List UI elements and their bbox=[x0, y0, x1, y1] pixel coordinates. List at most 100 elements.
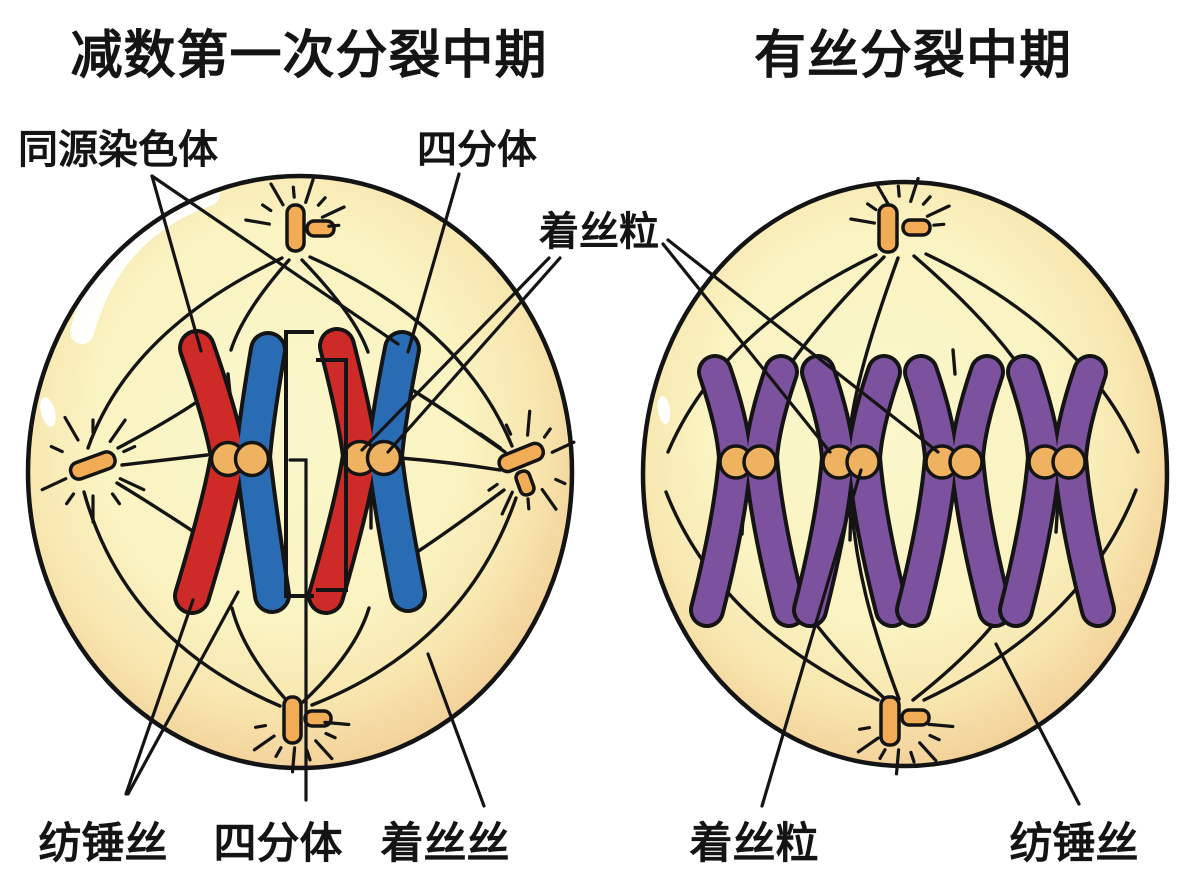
left-cell-membrane bbox=[28, 176, 572, 768]
aster-ray-icon bbox=[856, 736, 880, 754]
leader-tetrad-bottom bbox=[288, 458, 308, 802]
aster-ray-icon bbox=[118, 477, 146, 492]
centriole-icon bbox=[282, 695, 303, 745]
label-tetrad-bottom: 四分体 bbox=[214, 820, 343, 868]
chromosome-1 bbox=[689, 354, 807, 628]
chromosome-4 bbox=[998, 354, 1116, 628]
label-spindle-attachment: 着丝丝 bbox=[381, 820, 510, 868]
aster-ray-icon bbox=[291, 185, 296, 199]
aster-ray-icon bbox=[269, 182, 285, 207]
bivalent-1 bbox=[173, 329, 291, 615]
centromere bbox=[365, 439, 403, 477]
centriole-icon bbox=[900, 708, 931, 727]
aster-ray-icon bbox=[261, 203, 273, 213]
right-cell-membrane bbox=[643, 182, 1167, 766]
aster-ray-icon bbox=[274, 746, 283, 759]
leader-homologous-2 bbox=[150, 174, 400, 346]
aster-rays bbox=[40, 176, 955, 776]
right-cell-highlight bbox=[650, 260, 684, 368]
aster-ray-icon bbox=[550, 440, 576, 454]
aster-ray-icon bbox=[857, 725, 872, 731]
left-cell-top-centrosome bbox=[285, 203, 336, 253]
centromere bbox=[233, 440, 271, 478]
leader-spindle-left-2 bbox=[126, 590, 240, 796]
aster-ray-icon bbox=[323, 720, 351, 727]
leader-centromere-top-left-2 bbox=[386, 256, 562, 454]
aster-ray-icon bbox=[878, 748, 887, 761]
leader-lines bbox=[124, 172, 1081, 808]
aster-ray-icon bbox=[932, 222, 946, 227]
leader-tetrad-top bbox=[406, 172, 461, 354]
aster-ray-icon bbox=[487, 482, 499, 492]
left-cell-spindle-fibers bbox=[82, 255, 518, 708]
right-cell-bottom-centrosome bbox=[879, 695, 931, 747]
aster-ray-icon bbox=[909, 750, 916, 764]
aster-ray-icon bbox=[314, 739, 334, 761]
aster-ray-icon bbox=[928, 733, 941, 742]
centriole-icon bbox=[514, 469, 536, 497]
aster-ray-icon bbox=[874, 181, 890, 206]
aster-ray-icon bbox=[925, 204, 951, 218]
left-cell-highlight-dash bbox=[40, 397, 56, 427]
left-title: 减数第一次分裂中期 bbox=[70, 27, 547, 85]
aster-ray-icon bbox=[927, 722, 955, 729]
aster-ray-icon bbox=[542, 427, 552, 439]
aster-ray-icon bbox=[254, 723, 268, 729]
aster-ray-icon bbox=[40, 477, 68, 492]
aster-ray-icon bbox=[896, 184, 901, 198]
aster-ray-icon bbox=[49, 445, 64, 454]
left-cell-right-centrosome bbox=[497, 441, 546, 497]
aster-ray-icon bbox=[921, 195, 932, 206]
centromere bbox=[1051, 444, 1087, 480]
leader-homologous-1 bbox=[150, 174, 203, 353]
aster-ray-icon bbox=[525, 409, 532, 437]
aster-ray-icon bbox=[849, 217, 877, 225]
aster-ray-icon bbox=[500, 490, 514, 516]
aster-ray-icon bbox=[290, 746, 297, 774]
left-cell-left-centrosome bbox=[68, 450, 117, 481]
aster-ray-icon bbox=[324, 731, 337, 740]
centriole-icon bbox=[68, 450, 117, 481]
aster-ray-icon bbox=[63, 415, 80, 442]
aster-ray-icon bbox=[244, 218, 271, 226]
centriole-icon bbox=[879, 695, 901, 747]
aster-ray-icon bbox=[526, 497, 531, 511]
right-cell bbox=[640, 179, 1170, 769]
leader-attachment bbox=[426, 652, 486, 808]
aster-ray-icon bbox=[108, 418, 127, 443]
aster-ray-icon bbox=[479, 432, 502, 450]
chromosome-2 bbox=[792, 354, 910, 628]
aster-ray-icon bbox=[252, 734, 276, 752]
centriole-icon bbox=[497, 441, 546, 474]
left-cell bbox=[25, 173, 575, 771]
aster-ray-icon bbox=[865, 202, 878, 212]
tetrad-brackets bbox=[284, 330, 348, 598]
centriole-icon bbox=[901, 218, 932, 237]
centriole-icon bbox=[877, 203, 899, 254]
leader-spindle-right bbox=[994, 642, 1081, 806]
aster-ray-icon bbox=[894, 748, 901, 776]
aster-ray-icon bbox=[540, 488, 558, 511]
centromere bbox=[742, 444, 778, 480]
label-spindle-fiber-left: 纺锤丝 bbox=[39, 820, 168, 868]
left-cell-outline bbox=[25, 173, 575, 771]
leader-centromere-top-right-2 bbox=[666, 238, 940, 454]
aster-ray-icon bbox=[304, 177, 315, 204]
label-tetrad-top: 四分体 bbox=[417, 128, 537, 172]
aster-ray-icon bbox=[110, 492, 122, 506]
label-centromere-top: 着丝粒 bbox=[539, 210, 659, 254]
aster-ray-icon bbox=[122, 445, 137, 454]
aster-ray-icon bbox=[327, 223, 341, 228]
aster-ray-icon bbox=[909, 176, 920, 203]
right-cell-outline bbox=[640, 179, 1170, 769]
right-cell-highlight-dash bbox=[657, 396, 671, 424]
aster-ray-icon bbox=[316, 196, 327, 207]
centromere bbox=[948, 444, 984, 480]
centriole-icon bbox=[305, 219, 336, 238]
leader-centromere-top-left-1 bbox=[360, 256, 551, 452]
leader-spindle-left-1 bbox=[124, 598, 195, 796]
leader-centromere-bottom bbox=[760, 468, 863, 808]
aster-ray-icon bbox=[554, 477, 567, 486]
chromosome-3 bbox=[895, 354, 1013, 628]
